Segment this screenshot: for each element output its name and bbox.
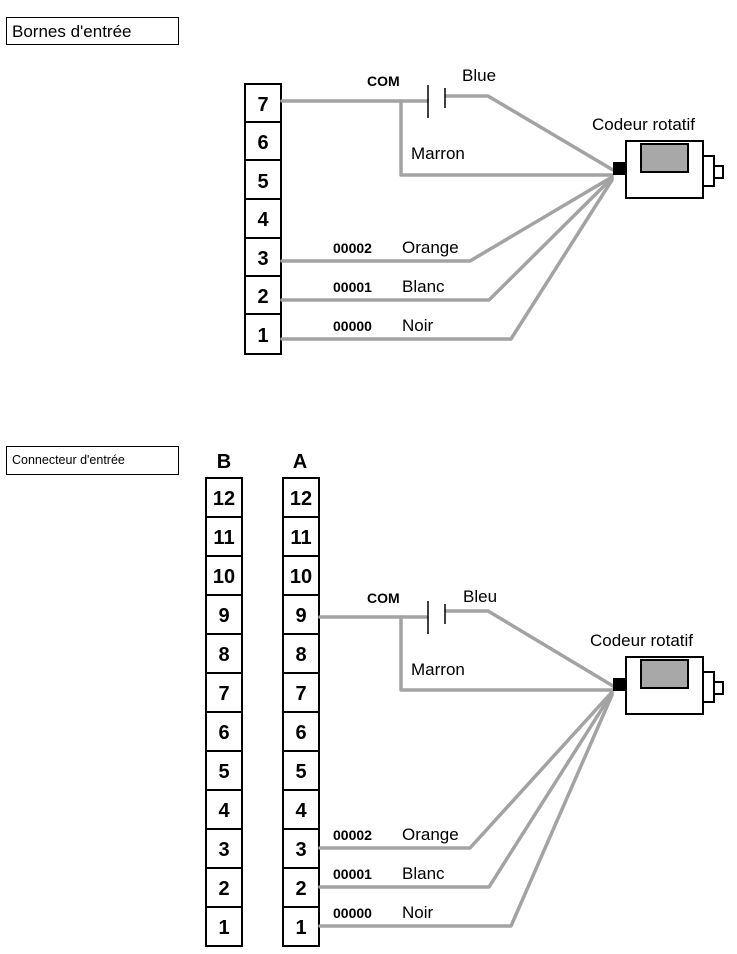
a-terminal-5: 5	[295, 761, 306, 783]
top-marron-label: Marron	[411, 144, 465, 163]
top-input-code-00000: 00000	[333, 318, 372, 334]
a-terminal-10: 10	[290, 566, 312, 588]
bottom-input-color-noir: Noir	[402, 903, 434, 922]
top-com-switch	[427, 85, 446, 118]
connector-column-b: 12 11 10 9 8 7 6 5 4 3 2 1	[205, 477, 243, 947]
bottom-bleu-label: Bleu	[463, 587, 497, 606]
b-terminal-7: 7	[218, 683, 229, 705]
column-b-header: B	[217, 451, 231, 473]
top-terminal-4: 4	[257, 209, 269, 231]
bottom-marron-wire	[399, 615, 614, 692]
a-terminal-9: 9	[295, 605, 306, 627]
top-terminal-7: 7	[257, 94, 268, 116]
top-diagram: 7 6 5 4 3 2 1 COM Blue Marron 00002 Oran…	[244, 66, 724, 355]
top-terminal-block: 7 6 5 4 3 2 1	[244, 83, 282, 355]
bottom-blue-wire	[444, 609, 615, 688]
top-terminal-6: 6	[257, 132, 268, 154]
b-terminal-6: 6	[218, 722, 229, 744]
b-terminal-8: 8	[218, 644, 229, 666]
bottom-input-code-00000: 00000	[333, 905, 372, 921]
b-terminal-9: 9	[218, 605, 229, 627]
bottom-input-color-orange: Orange	[402, 825, 459, 844]
top-terminal-2: 2	[257, 286, 268, 308]
b-terminal-1: 1	[218, 917, 229, 939]
top-input-code-00002: 00002	[333, 240, 372, 256]
top-marron-wire	[399, 99, 614, 177]
top-terminal-5: 5	[257, 171, 268, 193]
top-terminal-1: 1	[257, 325, 268, 347]
bottom-rotary-encoder-icon	[613, 656, 724, 715]
top-blue-wire	[444, 94, 615, 172]
bottom-noir-wire	[318, 693, 614, 928]
connector-column-a: 12 11 10 9 8 7 6 5 4 3 2 1	[282, 477, 320, 947]
a-terminal-6: 6	[295, 722, 306, 744]
top-noir-wire	[280, 178, 614, 341]
a-terminal-3: 3	[295, 839, 306, 861]
section-title-input-connector: Connecteur d'entrée	[6, 446, 179, 475]
a-terminal-12: 12	[290, 488, 312, 510]
a-terminal-7: 7	[295, 683, 306, 705]
b-terminal-5: 5	[218, 761, 229, 783]
bottom-input-color-blanc: Blanc	[402, 864, 445, 883]
top-encoder-label: Codeur rotatif	[592, 115, 695, 134]
bottom-orange-wire	[318, 690, 614, 850]
a-terminal-2: 2	[295, 878, 306, 900]
column-a-header: A	[293, 451, 307, 473]
b-terminal-10: 10	[213, 566, 235, 588]
top-terminal-3: 3	[257, 248, 268, 270]
top-com-label: COM	[367, 73, 400, 89]
bottom-input-code-00002: 00002	[333, 827, 372, 843]
top-blanc-wire	[280, 176, 614, 302]
top-wires	[280, 94, 615, 341]
top-blue-label: Blue	[462, 66, 496, 85]
top-input-color-blanc: Blanc	[402, 277, 445, 296]
bottom-input-code-00001: 00001	[333, 866, 372, 882]
b-terminal-12: 12	[213, 488, 235, 510]
a-terminal-11: 11	[290, 527, 311, 549]
top-rotary-encoder-icon	[613, 140, 724, 199]
b-terminal-2: 2	[218, 878, 229, 900]
bottom-com-label: COM	[367, 590, 400, 606]
top-input-code-00001: 00001	[333, 279, 372, 295]
a-terminal-4: 4	[295, 800, 307, 822]
a-terminal-8: 8	[295, 644, 306, 666]
top-terminal-frame	[244, 83, 282, 355]
b-terminal-3: 3	[218, 839, 229, 861]
b-terminal-4: 4	[218, 800, 230, 822]
bottom-encoder-label: Codeur rotatif	[590, 631, 693, 650]
bottom-com-switch	[427, 601, 446, 634]
bottom-blanc-wire	[318, 691, 614, 889]
top-input-color-orange: Orange	[402, 238, 459, 257]
top-input-color-noir: Noir	[402, 316, 434, 335]
a-terminal-1: 1	[295, 917, 306, 939]
section-title-input-terminals: Bornes d'entrée	[6, 17, 179, 45]
bottom-marron-label: Marron	[411, 660, 465, 679]
b-terminal-11: 11	[213, 527, 234, 549]
bottom-diagram: B A 12 11 10 9 8 7 6 5 4 3 2	[205, 451, 724, 947]
top-orange-wire	[280, 175, 614, 263]
bottom-wires	[318, 609, 615, 928]
